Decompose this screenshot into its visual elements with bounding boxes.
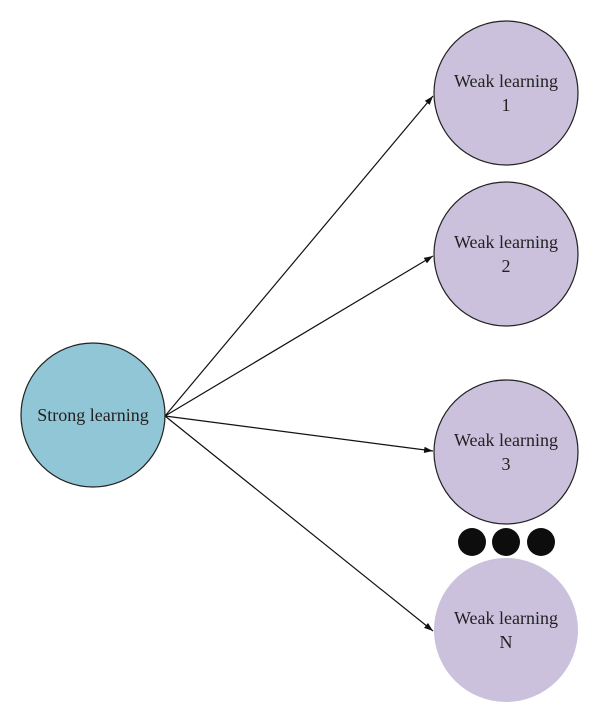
weak-learning-index-n: N <box>500 632 513 652</box>
ellipsis-dots <box>458 528 555 556</box>
strong-learning-circle <box>20 342 166 488</box>
edges <box>164 95 434 632</box>
weak-learning-circle-2 <box>433 181 579 327</box>
edge-strong-to-weak-n <box>164 415 434 632</box>
strong-learning-label: Strong learning <box>37 405 148 425</box>
weak-learning-index-3: 3 <box>502 454 511 474</box>
ellipsis-dot-3 <box>527 528 555 556</box>
weak-learning-circle-1 <box>433 20 579 166</box>
weak-learning-node-n: Weak learning N <box>434 558 578 702</box>
weak-learning-label-n: Weak learning <box>454 608 558 628</box>
weak-learning-label-1: Weak learning <box>454 71 558 91</box>
strong-learning-node: Strong learning <box>20 342 166 488</box>
weak-learning-circle-3 <box>433 379 579 525</box>
ellipsis-dot-1 <box>458 528 486 556</box>
weak-learning-circle-n <box>434 558 578 702</box>
weak-learning-index-2: 2 <box>502 256 511 276</box>
edge-strong-to-weak-1 <box>164 95 434 417</box>
weak-learning-node-1: Weak learning 1 <box>433 20 579 166</box>
weak-learning-index-1: 1 <box>502 95 511 115</box>
ellipsis-dot-2 <box>492 528 520 556</box>
edge-strong-to-weak-2 <box>164 255 434 417</box>
weak-learning-label-3: Weak learning <box>454 430 558 450</box>
weak-learning-label-2: Weak learning <box>454 232 558 252</box>
weak-learning-node-3: Weak learning 3 <box>433 379 579 525</box>
weak-learning-node-2: Weak learning 2 <box>433 181 579 327</box>
edge-strong-to-weak-3 <box>164 415 434 453</box>
